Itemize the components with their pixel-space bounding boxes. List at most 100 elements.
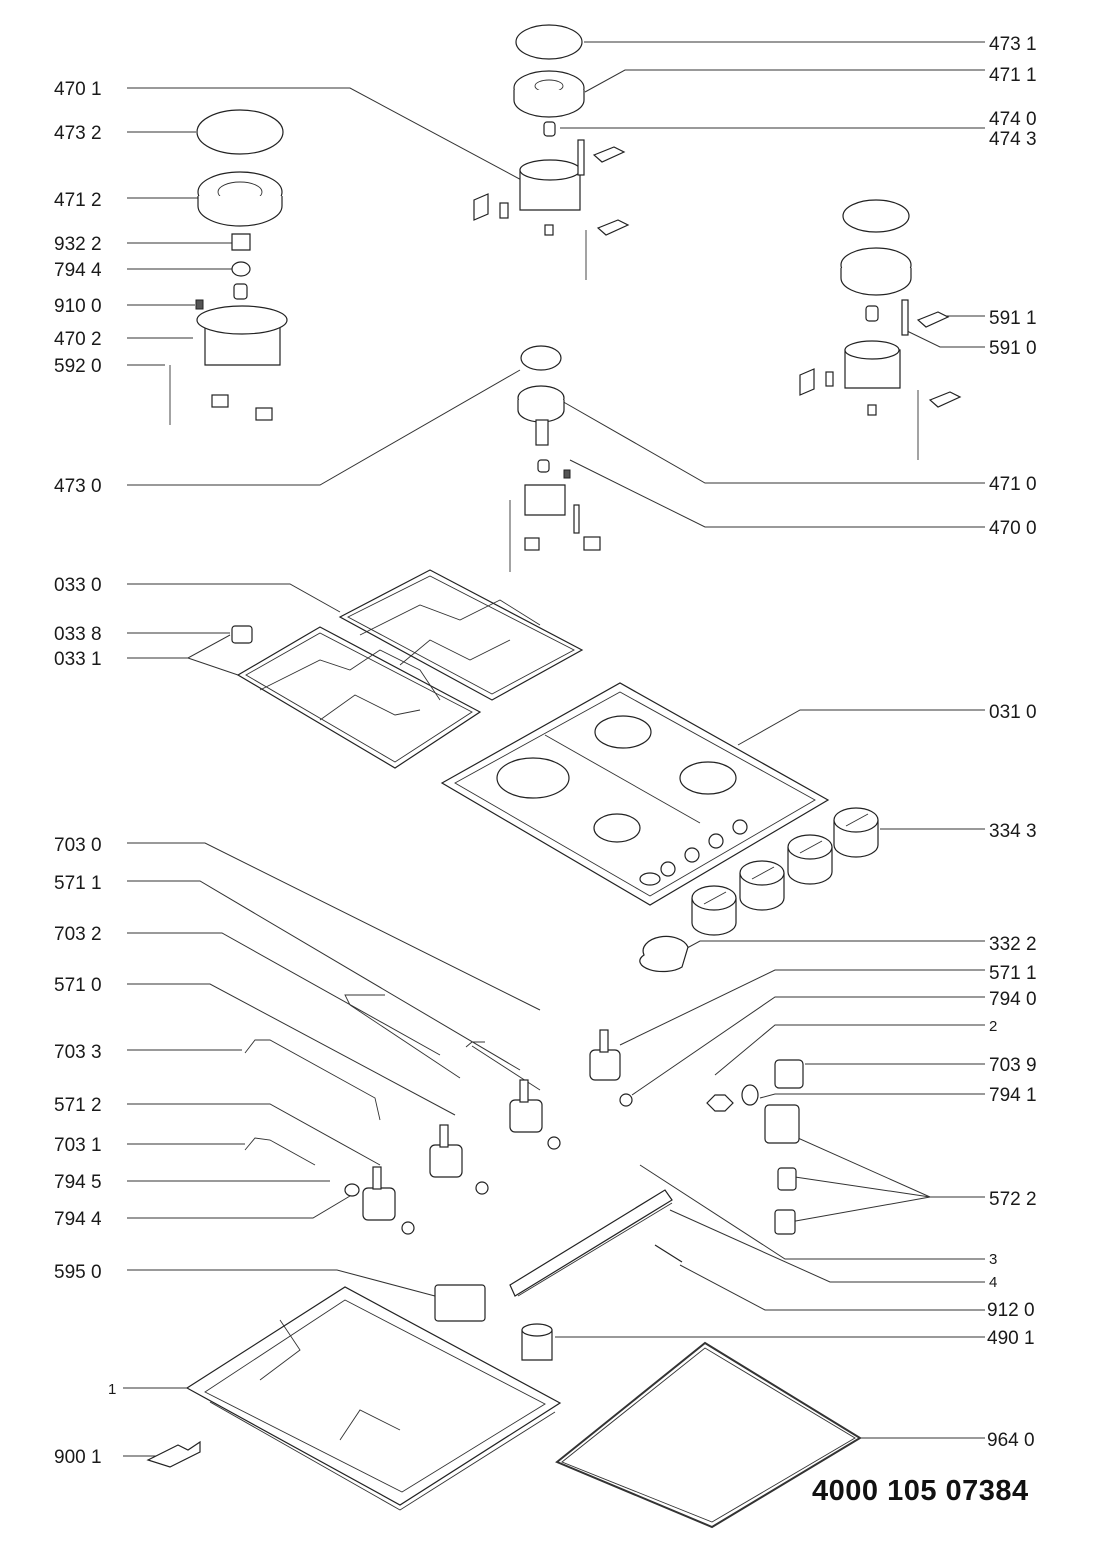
elbow-fitting (774, 1059, 804, 1089)
part-label: 703 1 (54, 1135, 102, 1156)
clip (596, 219, 630, 236)
leader-line (679, 1264, 985, 1311)
document-number: 4000 105 07384 (812, 1475, 1029, 1507)
part-label: 592 0 (54, 356, 102, 377)
leader-line (127, 983, 456, 1116)
burner-head-side (840, 268, 912, 296)
pan-support-ribs (399, 639, 511, 666)
burner-cup-top (196, 305, 288, 335)
thermocouple (577, 139, 585, 176)
knob-marker (799, 840, 823, 854)
part-label: 910 0 (54, 296, 102, 317)
tray-recess (259, 1319, 301, 1381)
part-label: 595 0 (54, 1262, 102, 1283)
part-label: 1 (108, 1381, 116, 1398)
part-label: 703 0 (54, 835, 102, 856)
hob-groove (544, 734, 701, 824)
leader-line (669, 1209, 985, 1283)
part-label: 471 0 (989, 474, 1037, 495)
manifold-group (461, 1139, 683, 1297)
tap-body (589, 1049, 621, 1081)
part-label: 794 0 (989, 989, 1037, 1010)
burner-cup (524, 484, 566, 516)
part-label: 932 2 (54, 234, 102, 255)
clip (211, 394, 229, 408)
clip (825, 371, 834, 387)
leader-line (559, 399, 985, 484)
hob-plate (440, 682, 830, 906)
leader-lines (123, 41, 985, 1457)
gas-tap (429, 1124, 463, 1178)
part-label: 033 1 (54, 649, 102, 670)
burner-cap (515, 24, 583, 60)
gas-regulator (764, 1104, 800, 1144)
part-label: 591 0 (989, 338, 1037, 359)
part-label: 334 3 (989, 821, 1037, 842)
leader-line (794, 1176, 931, 1198)
knob-hole (660, 861, 676, 877)
part-label: 571 0 (54, 975, 102, 996)
part-label: 572 2 (989, 1189, 1037, 1210)
part-label: 703 2 (54, 924, 102, 945)
seal-ring (619, 1093, 633, 1107)
base-tray-side (209, 1401, 556, 1511)
burner-cap (842, 199, 910, 233)
knob-marker (751, 866, 775, 880)
screw (195, 299, 204, 310)
part-label: 490 1 (987, 1328, 1035, 1349)
tap-spindle (599, 1029, 609, 1053)
left-labels: 470 1 473 2 471 2 932 2 794 4 910 0 470 … (54, 79, 116, 1468)
gas-pipe (244, 1137, 316, 1166)
part-label: 470 0 (989, 518, 1037, 539)
gas-manifold-tube-fill (461, 1139, 664, 1262)
knob-marker (845, 813, 869, 827)
ignition-button-hole (639, 872, 661, 886)
leader-line (127, 1103, 381, 1166)
tap-spindle (439, 1124, 449, 1148)
clip (799, 368, 815, 396)
burner-hole (593, 813, 641, 843)
leader-line (127, 842, 541, 1011)
adapter (777, 1167, 797, 1191)
part-label: 703 9 (989, 1055, 1037, 1076)
seal-ring (401, 1221, 415, 1235)
right-labels: 473 1 471 1 474 0 474 3 591 1 591 0 471 … (987, 34, 1037, 1451)
tap-spindle (519, 1079, 529, 1103)
part-label: 591 1 (989, 308, 1037, 329)
clip (592, 146, 626, 163)
burner-assembly-center (509, 345, 601, 572)
leader-line (127, 634, 231, 659)
leader-line (759, 1093, 985, 1099)
part-label: 703 3 (54, 1042, 102, 1063)
spark-generator-top (521, 1323, 553, 1337)
pan-support-ribs (319, 694, 421, 721)
mounting-rail-edge (517, 1202, 673, 1297)
injector (543, 121, 556, 137)
gas-tap (589, 1029, 621, 1081)
burner-hole (679, 761, 737, 795)
pan-supports (231, 569, 584, 769)
gas-pipe (244, 1039, 381, 1121)
part-label: 031 0 (989, 702, 1037, 723)
tap-spindle (372, 1166, 382, 1190)
clip (255, 407, 273, 421)
knob (739, 860, 785, 911)
rubber-foot (231, 625, 253, 644)
leader-line (127, 583, 341, 613)
leader-line (664, 940, 985, 961)
leader-line (789, 1196, 931, 1223)
tap-body (429, 1144, 463, 1178)
gas-pipe (471, 1045, 541, 1091)
spring-clip (535, 419, 549, 446)
hob-top-plate (440, 682, 830, 906)
pan-support-inner (347, 575, 575, 695)
part-label: 794 4 (54, 260, 102, 281)
part-label: 473 2 (54, 123, 102, 144)
hex-nut (706, 1094, 734, 1112)
injector (233, 283, 248, 300)
hob-plate-inner (454, 691, 816, 897)
seal-ring (231, 261, 251, 277)
burner-head-side (197, 196, 283, 227)
pan-support-ribs (259, 649, 441, 701)
